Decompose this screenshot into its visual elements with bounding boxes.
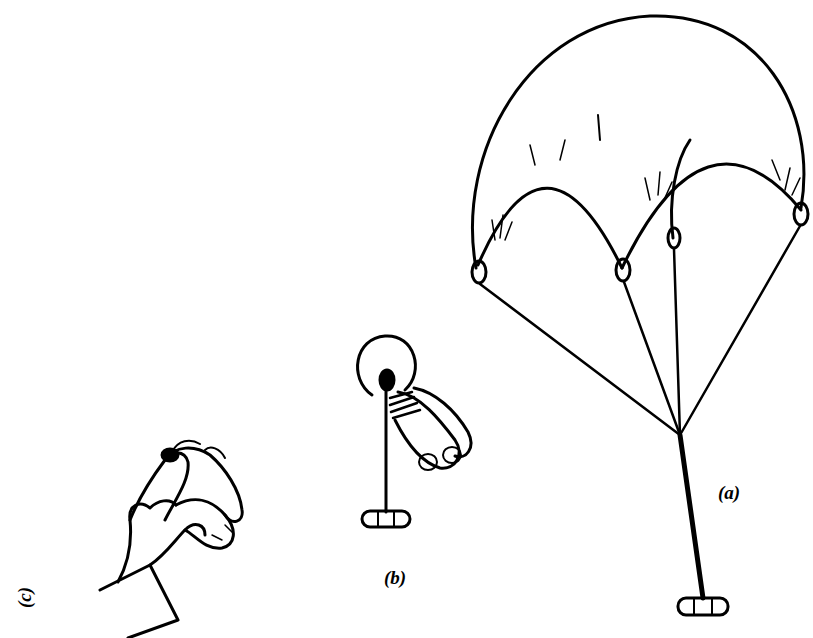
hand-holding-bundle <box>100 441 242 638</box>
figure-label: (a) <box>718 483 740 502</box>
figure-label: (c) <box>15 587 34 608</box>
riser-and-toggle <box>678 435 728 615</box>
parachute-canopy <box>472 16 808 283</box>
suspension-lines <box>480 226 800 435</box>
figure-label: (b) <box>384 568 406 587</box>
folded-bundle <box>358 336 471 527</box>
